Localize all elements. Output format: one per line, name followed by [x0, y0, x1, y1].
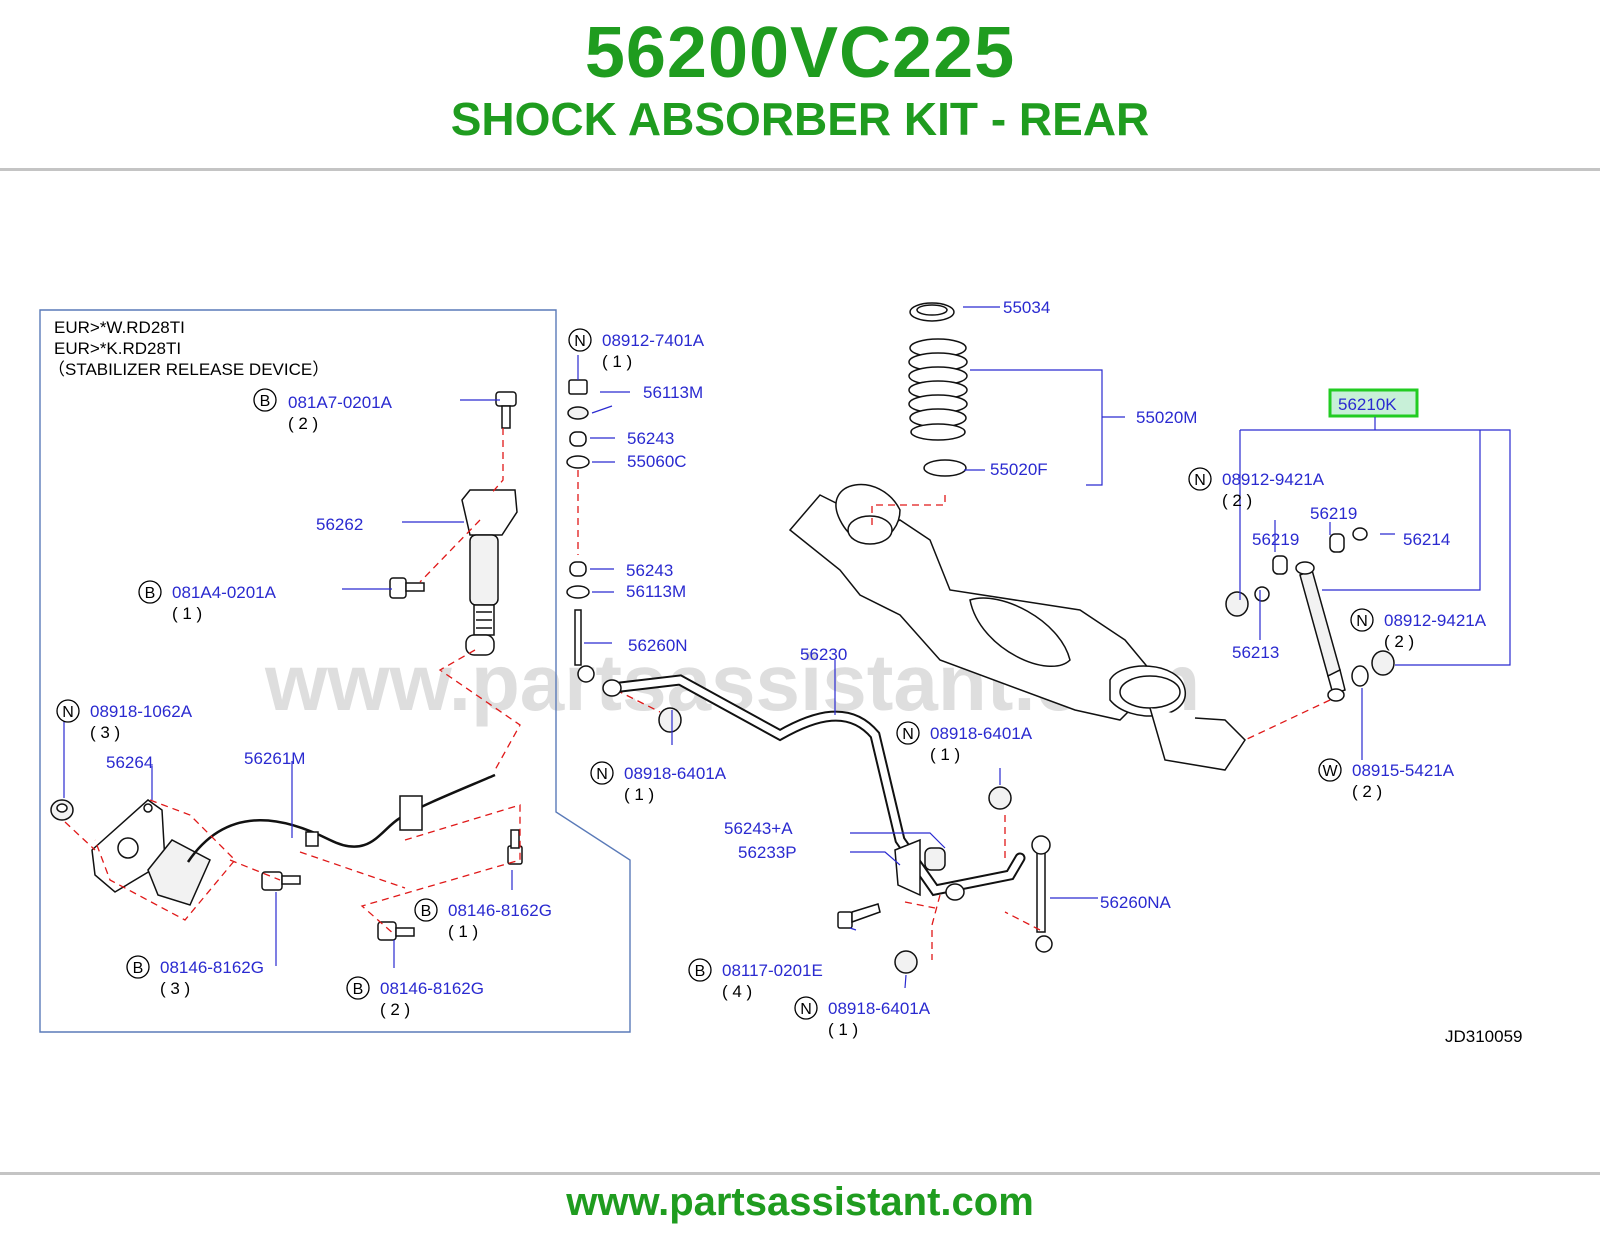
callout-56219[interactable]: 56219: [1252, 530, 1299, 549]
connecting-rod-56260NA: [1031, 835, 1053, 953]
badge-n: N: [62, 704, 74, 721]
inset-nut-left: [50, 799, 74, 821]
shock-absorber-56210K: [1295, 561, 1346, 702]
callout-56260NA[interactable]: 56260NA: [1100, 893, 1172, 912]
badge-w: W: [1322, 763, 1338, 780]
inset-frame: [39, 309, 631, 1033]
spring-seat-55020F: [923, 459, 967, 477]
callout-56243+A[interactable]: 56243+A: [724, 819, 793, 838]
callout-qty: ( 1 ): [624, 785, 654, 804]
callout-08912-9421A[interactable]: 08912-9421A: [1384, 611, 1487, 630]
callout-08915-5421A[interactable]: 08915-5421A: [1352, 761, 1455, 780]
inset-note-2: EUR>*K.RD28TI: [54, 339, 181, 358]
cable-clip: [305, 795, 423, 847]
callout-qty: ( 1 ): [172, 604, 202, 623]
release-bracket-56264: [91, 799, 166, 893]
callout-56213[interactable]: 56213: [1232, 643, 1279, 662]
badge-n: N: [596, 766, 608, 783]
rear-axle-housing: [788, 483, 1246, 771]
coil-spring-55020M: [908, 338, 968, 441]
badge-b: B: [133, 960, 144, 977]
badge-b: B: [421, 903, 432, 920]
callout-08146-8162G[interactable]: 08146-8162G: [160, 958, 264, 977]
badge-n: N: [574, 333, 586, 350]
stabilizer-nuts: [658, 707, 1012, 974]
callout-56113M[interactable]: 56113M: [626, 582, 686, 601]
callout-qty: ( 1 ): [602, 352, 632, 371]
callout-qty: ( 2 ): [1222, 491, 1252, 510]
badge-b: B: [145, 585, 156, 602]
spring-seat-55034: [909, 302, 955, 322]
callout-56214[interactable]: 56214: [1403, 530, 1450, 549]
callout-qty: ( 2 ): [380, 1000, 410, 1019]
callout-56262[interactable]: 56262: [316, 515, 363, 534]
link-stack: [566, 379, 595, 683]
callout-55034[interactable]: 55034: [1003, 298, 1050, 317]
callout-56233P[interactable]: 56233P: [738, 843, 797, 862]
release-cable-56261M: [186, 773, 496, 863]
callout-56113M[interactable]: 56113M: [643, 383, 703, 402]
footer-divider: [0, 1172, 1600, 1175]
callout-08918-1062A[interactable]: 08918-1062A: [90, 702, 193, 721]
inset-bolt-top: [495, 391, 517, 429]
part-name-subtitle: SHOCK ABSORBER KIT - REAR: [450, 93, 1150, 145]
callout-56243[interactable]: 56243: [627, 429, 674, 448]
inset-note-1: EUR>*W.RD28TI: [54, 318, 185, 337]
footer-url[interactable]: www.partsassistant.com: [566, 1180, 1034, 1224]
badge-b: B: [260, 393, 271, 410]
callout-qty: ( 1 ): [930, 745, 960, 764]
highlight-box-56210K: [1328, 388, 1419, 418]
bush-clamp: [894, 838, 946, 897]
inset-note-3: （STABILIZER RELEASE DEVICE）: [48, 360, 329, 379]
inset-bolt-mid: [389, 577, 425, 599]
callout-55060C[interactable]: 55060C: [627, 452, 687, 471]
inset-bolt-right: [507, 829, 523, 865]
badge-b: B: [353, 981, 364, 998]
badge-n: N: [1356, 613, 1368, 630]
header-divider: [0, 168, 1600, 171]
callout-qty: ( 2 ): [288, 414, 318, 433]
callout-56264[interactable]: 56264: [106, 753, 153, 772]
callout-08146-8162G[interactable]: 08146-8162G: [380, 979, 484, 998]
callout-56230[interactable]: 56230: [800, 645, 847, 664]
callout-qty: ( 1 ): [448, 922, 478, 941]
release-unit-box: [147, 839, 211, 906]
part-number-title: 56200VC225: [584, 13, 1016, 93]
callout-08918-6401A[interactable]: 08918-6401A: [828, 999, 931, 1018]
badge-n: N: [800, 1001, 812, 1018]
callout-56219[interactable]: 56219: [1310, 504, 1357, 523]
callout-qty: ( 4 ): [722, 982, 752, 1001]
callout-56261M[interactable]: 56261M: [244, 749, 305, 768]
badge-n: N: [902, 726, 914, 743]
callout-qty: ( 2 ): [1384, 632, 1414, 651]
badge-n: N: [1194, 472, 1206, 489]
callout-08146-8162G[interactable]: 08146-8162G: [448, 901, 552, 920]
callout-56260N[interactable]: 56260N: [628, 636, 688, 655]
bolt-08117: [837, 903, 881, 929]
callout-08912-7401A[interactable]: 08912-7401A: [602, 331, 705, 350]
callout-56243[interactable]: 56243: [626, 561, 673, 580]
inset-bolt-bottom: [377, 921, 415, 941]
callout-qty: ( 1 ): [828, 1020, 858, 1039]
callout-55020M[interactable]: 55020M: [1136, 408, 1197, 427]
callout-08912-9421A[interactable]: 08912-9421A: [1222, 470, 1325, 489]
callout-08918-6401A[interactable]: 08918-6401A: [624, 764, 727, 783]
callout-081A4-0201A[interactable]: 081A4-0201A: [172, 583, 277, 602]
callout-qty: ( 3 ): [90, 723, 120, 742]
diagram-code: JD310059: [1445, 1027, 1523, 1046]
callout-08918-6401A[interactable]: 08918-6401A: [930, 724, 1033, 743]
stabilizer-bar-56230: [602, 674, 1026, 901]
highlight-label[interactable]: 56210K: [1338, 395, 1397, 414]
badge-b: B: [695, 963, 706, 980]
callout-081A7-0201A[interactable]: 081A7-0201A: [288, 393, 393, 412]
inset-bolt-lower: [261, 871, 301, 891]
callout-08117-0201E[interactable]: 08117-0201E: [722, 961, 823, 980]
callout-qty: ( 3 ): [160, 979, 190, 998]
callout-55020F[interactable]: 55020F: [990, 460, 1048, 479]
callout-qty: ( 2 ): [1352, 782, 1382, 801]
release-actuator-56262: [461, 489, 518, 656]
shock-bushings: [1225, 527, 1395, 687]
